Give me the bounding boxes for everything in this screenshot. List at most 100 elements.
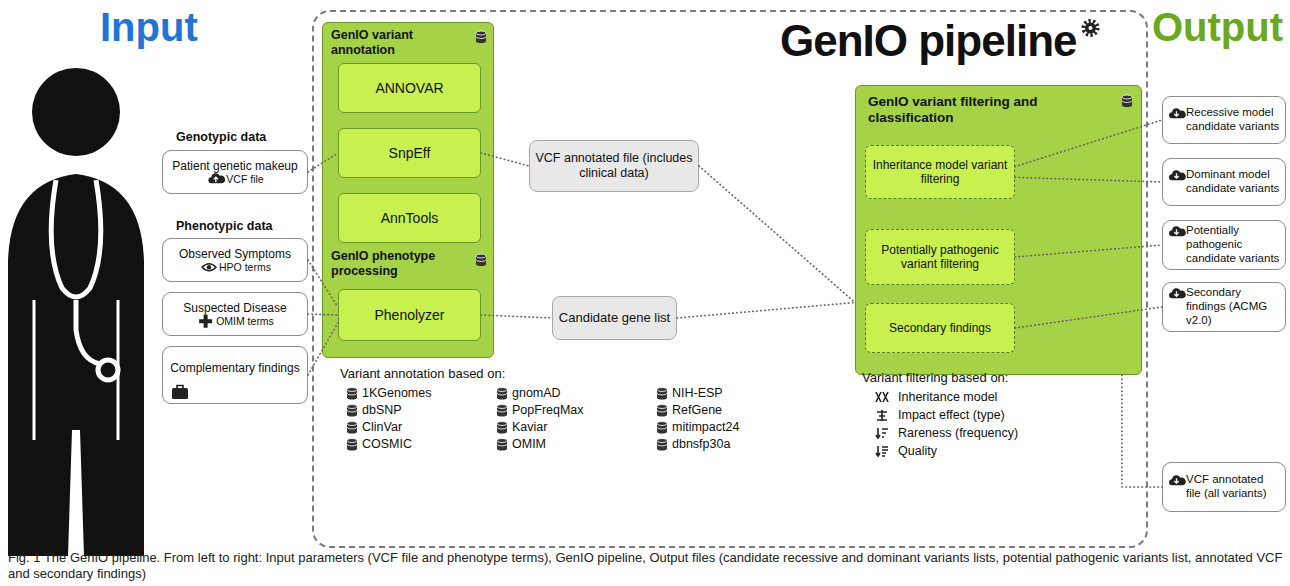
database-icon (347, 441, 357, 451)
database-icon (497, 410, 507, 412)
box-text: Secondary findings (ACMG v2.0) (1168, 286, 1280, 327)
database-name: RefGene (672, 403, 722, 418)
box-text: Candidate gene list (559, 310, 670, 326)
box-text: Suspected Disease (183, 301, 286, 315)
database-name: dbSNP (362, 403, 402, 418)
database-icon (497, 393, 507, 395)
figure-body (8, 174, 144, 556)
data-box: VCF annotated file (includes clinical da… (529, 140, 699, 192)
output-box: Secondary findings (ACMG v2.0) (1162, 282, 1286, 332)
dotted-connector (677, 303, 855, 319)
database-icon (657, 427, 667, 429)
dotted-connector (699, 166, 855, 303)
database-icon (1122, 101, 1132, 103)
pipeline-frame: GenIO pipeline GenIO variant annotationGe… (312, 10, 1148, 548)
database-icon (347, 393, 357, 395)
output-box: Recessive model candidate variants (1162, 96, 1286, 144)
box-text: Potentially pathogenic variant filtering (871, 243, 1009, 272)
database-icon (497, 424, 507, 434)
database-icon (657, 424, 667, 434)
filter-icon (876, 392, 888, 402)
filter-icon (877, 410, 887, 421)
database-icon (497, 427, 507, 429)
box-text: Inheritance model variant filtering (871, 158, 1009, 187)
eye-icon (207, 265, 211, 269)
box-text: AnnTools (381, 210, 439, 227)
input-box: Patient genetic makeupVCF file (162, 150, 308, 194)
list-heading: Variant filtering based on: (862, 370, 1008, 386)
filter-criterion: Quality (898, 444, 937, 459)
output-box: Dominant model candidate variants (1162, 158, 1286, 206)
database-name: Kaviar (512, 420, 547, 435)
cloud-icon (1169, 170, 1186, 180)
box-text: Patient genetic makeup (172, 159, 297, 173)
database-icon (497, 439, 507, 443)
database-name: ClinVar (362, 420, 402, 435)
cloud-arrow (1174, 111, 1178, 116)
database-icon (497, 422, 507, 426)
database-icon (497, 444, 507, 446)
briefcase-icon (177, 386, 183, 389)
database-icon (476, 254, 486, 258)
input-box: Suspected DiseaseOMIM terms (162, 292, 308, 336)
database-icon (347, 439, 357, 443)
database-icon (347, 444, 357, 446)
output-box: Potentially pathogenic candidate variant… (1162, 220, 1286, 270)
database-name: 1KGenomes (362, 386, 431, 401)
box-text: Secondary findings (889, 321, 991, 335)
eye-icon (202, 264, 216, 271)
database-name: mitimpact24 (672, 420, 739, 435)
group-label: Phenotypic data (176, 219, 273, 234)
database-icon (657, 439, 667, 443)
filter-step-box: Potentially pathogenic variant filtering (865, 229, 1015, 285)
database-icon (497, 407, 507, 417)
database-icon (476, 31, 486, 35)
figure-caption: Fig. 1 The GenIO pipeline. From left to … (8, 550, 1284, 582)
panel-heading: GenIO pipeline (780, 16, 1077, 67)
output-box: VCF annotated file (all variants) (1162, 462, 1286, 512)
database-name: dbnsfp30a (672, 437, 730, 452)
gear-icon (1085, 23, 1096, 34)
database-icon (497, 441, 507, 451)
cloud-icon (1169, 288, 1186, 298)
filter-step-box: Secondary findings (865, 303, 1015, 353)
database-icon (497, 390, 507, 400)
cloud-arrow (1174, 291, 1178, 296)
database-icon (347, 390, 357, 400)
database-name: gnomAD (512, 386, 561, 401)
filter-criterion: Rareness (frequency) (898, 426, 1018, 441)
figure-arms (34, 300, 118, 440)
list-heading: Variant annotation based on: (340, 366, 505, 382)
tool-box: ANNOVAR (338, 63, 481, 113)
database-icon (657, 441, 667, 451)
database-icon (476, 33, 486, 43)
tool-box: Phenolyzer (338, 289, 481, 341)
box-text: SnpEff (389, 145, 431, 162)
tool-box: SnpEff (338, 128, 481, 178)
stethoscope-tube (76, 300, 100, 364)
panel-heading: GenIO variant filtering and classificati… (868, 94, 1073, 126)
database-icon (347, 427, 357, 429)
cloud-arrow (214, 177, 218, 182)
figure-head (32, 68, 120, 156)
data-box: Candidate gene list (552, 296, 677, 340)
box-text: Complementary findings (170, 361, 299, 389)
filtering-panel: GenIO variant filtering and classificati… (855, 85, 1142, 375)
gear-icon (1084, 21, 1098, 35)
filter-icon (876, 446, 888, 456)
section-heading: Input (100, 4, 198, 50)
database-icon (476, 37, 486, 39)
stethoscope (51, 180, 101, 297)
database-icon (657, 410, 667, 412)
database-icon (476, 256, 486, 266)
database-icon (347, 424, 357, 434)
filter-criterion: Impact effect (type) (898, 408, 1005, 423)
database-icon (657, 422, 667, 426)
annotation-panel: GenIO variant annotationGenIO phenotype … (322, 22, 494, 358)
dotted-connector (1122, 375, 1162, 487)
box-text: Recessive model candidate variants (1168, 106, 1280, 134)
database-name: OMIM (512, 437, 546, 452)
cloud-icon (208, 173, 225, 183)
